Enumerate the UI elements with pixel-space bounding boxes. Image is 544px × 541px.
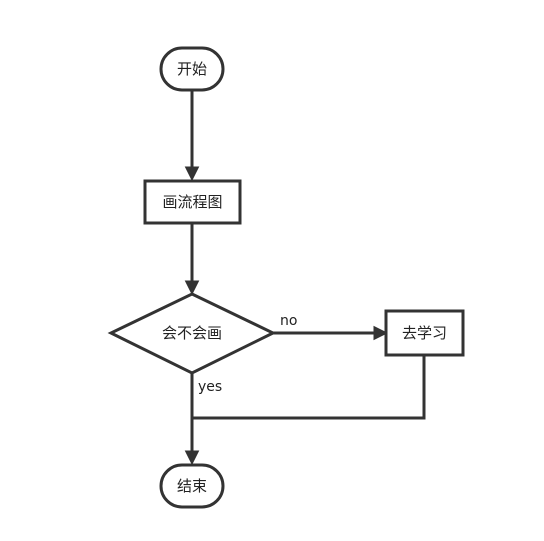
edge-draw-to-decision: [184, 224, 200, 296]
node-go-learn: 去学习: [384, 309, 465, 357]
edge-label-yes: yes: [198, 379, 222, 395]
node-go-learn-label: 去学习: [402, 324, 447, 342]
edge-start-to-draw: [184, 90, 200, 182]
node-end: 结束: [159, 463, 225, 509]
node-start-label: 开始: [177, 60, 207, 78]
node-draw-flowchart: 画流程图: [143, 179, 242, 225]
edge-decision-to-end: [184, 373, 200, 466]
edge-label-no: no: [280, 313, 297, 329]
node-draw-flowchart-label: 画流程图: [162, 193, 222, 211]
node-end-label: 结束: [177, 477, 207, 495]
edge-decision-to-learn: [273, 325, 389, 341]
node-start: 开始: [159, 46, 225, 92]
node-decision: 会不会画: [107, 292, 277, 375]
node-decision-label: 会不会画: [162, 324, 222, 342]
edge-learn-back-to-main: [192, 356, 426, 420]
